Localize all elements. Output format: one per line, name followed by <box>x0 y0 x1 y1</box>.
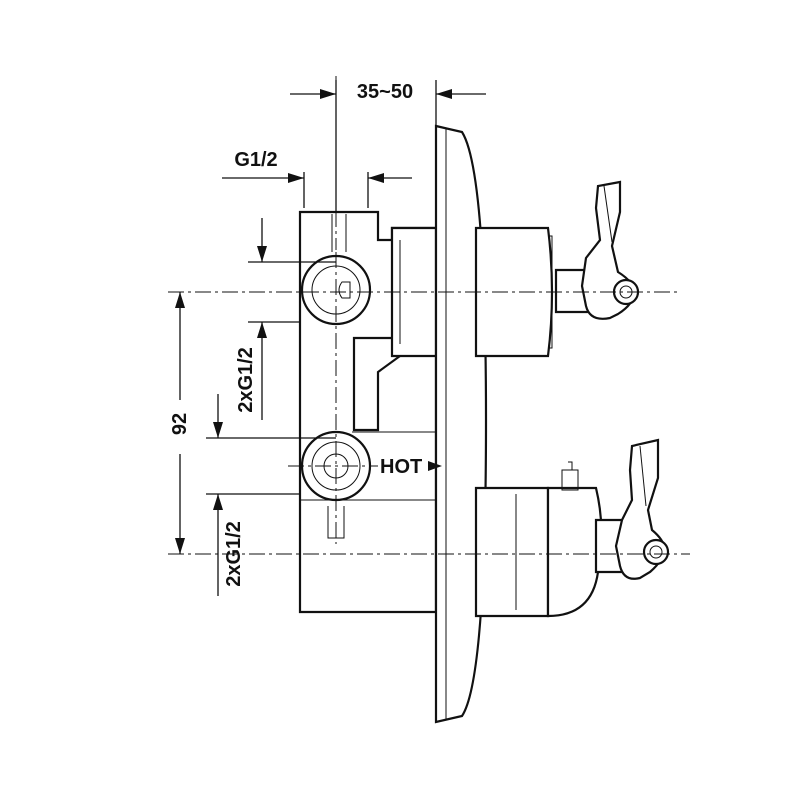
dimension-upper-outlet-label: 2xG1/2 <box>235 347 257 413</box>
upper-handle-assembly <box>474 180 640 358</box>
dimension-top-thread <box>222 172 412 208</box>
dimension-mounting-depth <box>290 80 486 212</box>
dimension-lower-outlet-label: 2xG1/2 <box>223 521 245 587</box>
dimension-mounting-depth-label: 35~50 <box>357 81 413 103</box>
hot-inlet-label: HOT <box>380 456 422 478</box>
lower-handle-assembly <box>474 438 670 618</box>
dimension-port-spacing-label: 92 <box>169 413 191 435</box>
dimension-port-spacing <box>175 292 185 554</box>
dimension-lower-outlet <box>206 394 336 596</box>
hot-label-background <box>378 452 430 478</box>
wall-plate <box>434 124 488 724</box>
dimension-upper-outlet <box>248 218 336 420</box>
dimension-top-thread-label: G1/2 <box>234 149 277 171</box>
